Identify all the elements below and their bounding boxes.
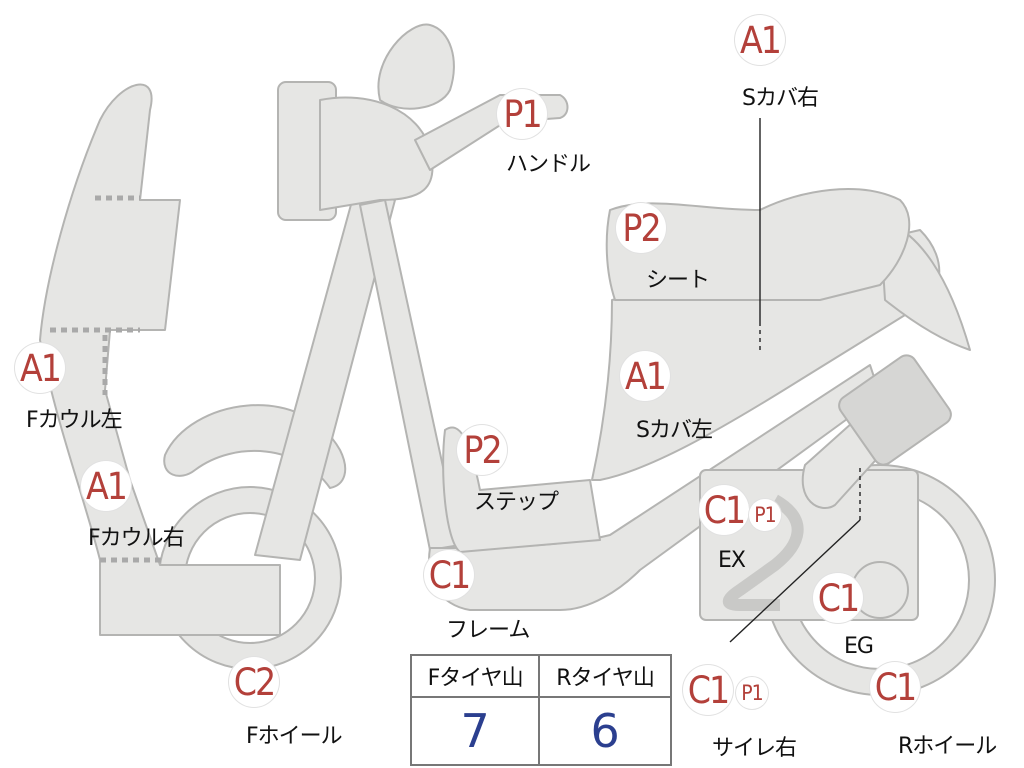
mirror [377,23,455,110]
label-f-cowl-right: Fカウル右 [88,526,185,551]
label-r-wheel: Rホイール [898,734,997,759]
grade-badge-s-cover-left: A1 [620,351,670,401]
label-step: ステップ [474,490,559,515]
tire-tread-value-row: 7 6 [409,696,672,766]
label-f-wheel: Fホイール [246,724,343,749]
header-f-tire: Fタイヤ山 [409,654,541,698]
grade-badge-f-wheel: C2 [229,657,279,707]
seat-shape [605,188,911,301]
grade-badge-step: P2 [457,425,507,475]
grade-badge-ex-extra: P1 [749,499,781,531]
exhaust-pipe [722,494,804,611]
label-ex: EX [718,548,746,573]
grade-badge-ex: C1 [699,485,749,535]
header-r-tire: Rタイヤ山 [538,654,672,698]
grade-badge-frame: C1 [424,550,474,600]
label-frame: フレーム [446,618,530,643]
head-body [319,96,434,211]
grade-badge-f-cowl-right: A1 [81,461,131,511]
label-f-cowl-left: Fカウル左 [26,408,123,433]
label-silencer-right: サイレ右 [712,736,797,761]
grade-badge-s-cover-right: A1 [735,15,785,65]
label-handle: ハンドル [506,152,591,177]
value-r-tire: 6 [538,696,672,766]
grade-badge-f-cowl-left: A1 [15,343,65,393]
label-eg: EG [844,634,874,659]
tire-tread-header-row: Fタイヤ山 Rタイヤ山 [409,654,672,698]
grade-badge-silencer-right: C1 [683,665,733,715]
step-board [442,426,601,553]
grade-badge-eg: C1 [813,573,863,623]
shock-top [838,354,952,466]
front-cowl [39,83,281,636]
label-seat: シート [646,268,710,293]
leader-silencer [729,519,861,643]
label-s-cover-left: Sカバ左 [636,418,713,443]
grade-badge-handle: P1 [497,89,547,139]
tire-tread-table: Fタイヤ山 Rタイヤ山 7 6 [409,654,672,766]
grade-badge-silencer-extra: P1 [736,677,768,709]
grade-badge-r-wheel: C1 [870,662,920,712]
grade-badge-seat: P2 [616,203,666,253]
value-f-tire: 7 [409,696,541,766]
label-s-cover-right: Sカバ右 [742,86,819,111]
